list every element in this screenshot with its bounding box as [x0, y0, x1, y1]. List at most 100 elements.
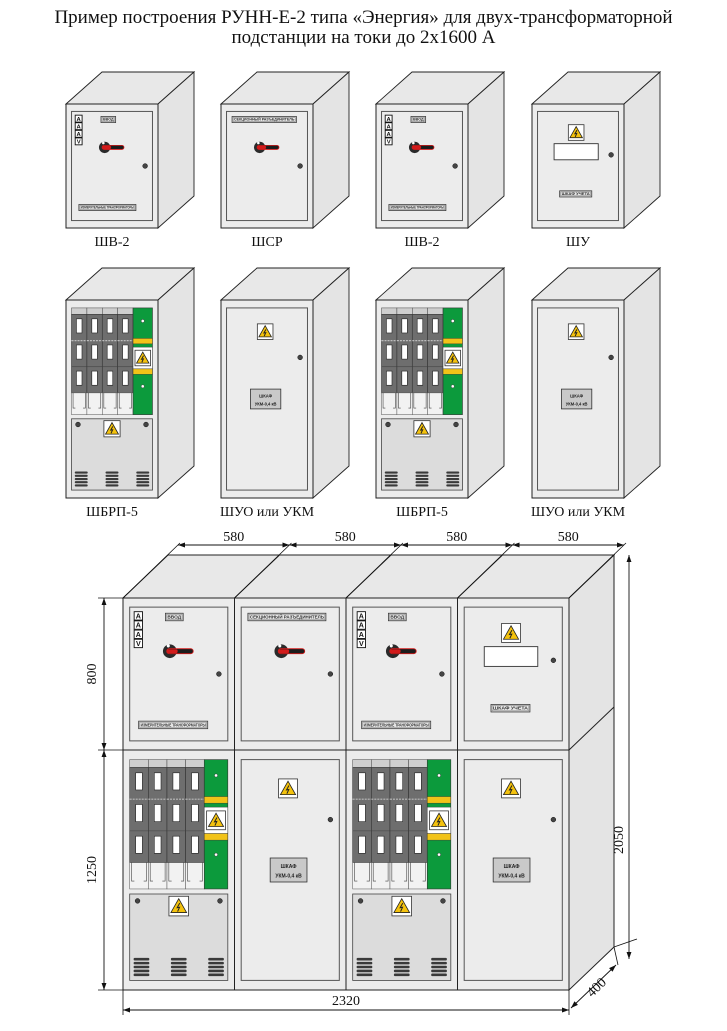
rotary-switch-handle-icon	[162, 644, 194, 659]
cabinet-shbrp5: ШБРП-5	[64, 266, 196, 520]
meter-ammeter-icon: A	[384, 114, 393, 123]
title-line-2: подстанции на токи до 2x1600 А	[231, 27, 496, 48]
lower-cover-panel	[381, 418, 463, 491]
section-width-value: 580	[558, 530, 579, 545]
fuse-switch-disconnector	[396, 307, 413, 415]
ventilation-grille-icon	[105, 471, 119, 487]
input-label-plate: ВВОД	[165, 612, 184, 622]
depth-dimension	[570, 964, 617, 1009]
meter-ammeter-icon: A	[133, 611, 143, 621]
meter-letter: A	[136, 631, 141, 639]
high-voltage-warning-icon	[413, 420, 431, 438]
plate-label: ИЗМЕРИТЕЛЬНЫЕ ТРАНСФОРМАТОРЫ	[391, 206, 445, 210]
plate-label: СЕКЦИОННЫЙ РАЗЪЕДИНИТЕЛЬ	[234, 118, 295, 122]
section-width-value: 580	[446, 530, 467, 545]
meter-ammeter-icon: A	[74, 129, 83, 138]
high-voltage-warning-icon	[278, 778, 298, 799]
fuse-switch-disconnector	[371, 759, 391, 890]
meter-ammeter-icon: A	[74, 122, 83, 130]
meter-letter: A	[387, 124, 392, 130]
plate-label: ШКАФ УЧЕТА	[493, 706, 528, 711]
assembly-upper-shu: ШКАФ УЧЕТА	[457, 597, 570, 751]
plate-label: ШКАФ УЧЕТА	[562, 192, 591, 196]
meter-ammeter-icon: A	[74, 114, 83, 123]
meter-voltmeter-icon: V	[74, 137, 83, 146]
door-lock-icon	[327, 671, 334, 677]
high-voltage-warning-icon	[501, 623, 521, 643]
extension-line	[457, 542, 515, 599]
fuse-switch-disconnector	[166, 759, 186, 890]
fuse-switch-disconnector	[389, 759, 409, 890]
high-voltage-warning-icon	[391, 895, 412, 917]
fuse-switch-disconnector	[129, 759, 149, 890]
fuse-switch-disconnector	[352, 759, 372, 890]
ventilation-grille-icon	[133, 957, 150, 977]
meter-voltmeter-icon: V	[384, 137, 393, 146]
meter-letter: V	[387, 140, 391, 146]
ventilation-grille-icon	[415, 471, 429, 487]
plate-label: ИЗМЕРИТЕЛЬНЫЕ ТРАНСФОРМАТОРЫ	[364, 722, 429, 727]
measuring-transformers-plate: ИЗМЕРИТЕЛЬНЫЕ ТРАНСФОРМАТОРЫ	[388, 204, 447, 211]
meter-letter: A	[77, 117, 82, 123]
fuse-switch-disconnector	[427, 307, 444, 415]
high-voltage-warning-icon	[429, 810, 449, 831]
side-divider	[568, 706, 615, 751]
fuse-switch-disconnector	[381, 307, 398, 415]
rotary-switch-handle-icon	[98, 141, 125, 154]
meter-letter: A	[359, 631, 364, 639]
lower-cover-panel	[71, 418, 153, 491]
plate-line-2: УКМ-0,4 кВ	[255, 401, 277, 406]
meter-letter: A	[359, 622, 364, 630]
high-voltage-warning-icon	[567, 124, 585, 141]
meter-ammeter-icon: A	[384, 122, 393, 130]
cabinet-side-face	[157, 266, 195, 500]
door-lock-icon	[608, 354, 614, 361]
door-outline	[463, 759, 563, 981]
lower-cover-panel	[129, 893, 229, 981]
lower-height-value: 1250	[85, 856, 100, 884]
assembly-lower-shuo: ШКАФ УКМ-0,4 кВ	[457, 749, 570, 991]
plate-line-2: УКМ-0,4 кВ	[498, 874, 525, 880]
plate-line-1: ШКАФ	[259, 393, 273, 398]
cabinet-side-face	[623, 266, 661, 500]
fuse-switch-disconnector	[71, 307, 88, 415]
fuse-switch-disconnector	[86, 307, 103, 415]
meter-window	[553, 143, 599, 161]
ventilation-grille-icon	[393, 957, 410, 977]
high-voltage-warning-icon	[103, 420, 121, 438]
fuse-switch-disconnector	[408, 759, 428, 890]
busbar-compartment	[442, 307, 463, 415]
door-lock-icon	[440, 898, 446, 904]
measuring-transformers-plate: ИЗМЕРИТЕЛЬНЫЕ ТРАНСФОРМАТОРЫ	[78, 204, 137, 211]
door-lock-icon	[439, 671, 445, 677]
fuse-switch-disconnector	[148, 759, 168, 890]
section-disconnector-plate: СЕКЦИОННЫЙ РАЗЪЕДИНИТЕЛЬ	[247, 612, 327, 622]
plate-label: СЕКЦИОННЫЙ РАЗЪЕДИНИТЕЛЬ	[250, 614, 324, 619]
plate-line-1: ШКАФ	[504, 864, 521, 870]
door-outline	[129, 606, 229, 742]
high-voltage-warning-icon	[168, 895, 189, 917]
rotary-switch-handle-icon	[253, 141, 280, 154]
door-lock-icon	[217, 898, 223, 904]
section-width-value: 580	[223, 530, 244, 545]
plate-line-1: ШКАФ	[570, 393, 584, 398]
door-outline	[240, 759, 340, 981]
ventilation-grille-icon	[384, 471, 398, 487]
plate-label: ИЗМЕРИТЕЛЬНЫЕ ТРАНСФОРМАТОРЫ	[141, 722, 206, 727]
meter-letter: A	[77, 132, 82, 138]
door-lock-icon	[550, 816, 557, 823]
capacitor-unit-plate: ШКАФ УКМ-0,4 кВ	[492, 857, 531, 883]
capacitor-unit-plate: ШКАФ УКМ-0,4 кВ	[250, 388, 282, 410]
door-lock-icon	[216, 671, 222, 677]
plate-line-2: УКМ-0,4 кВ	[566, 401, 588, 406]
